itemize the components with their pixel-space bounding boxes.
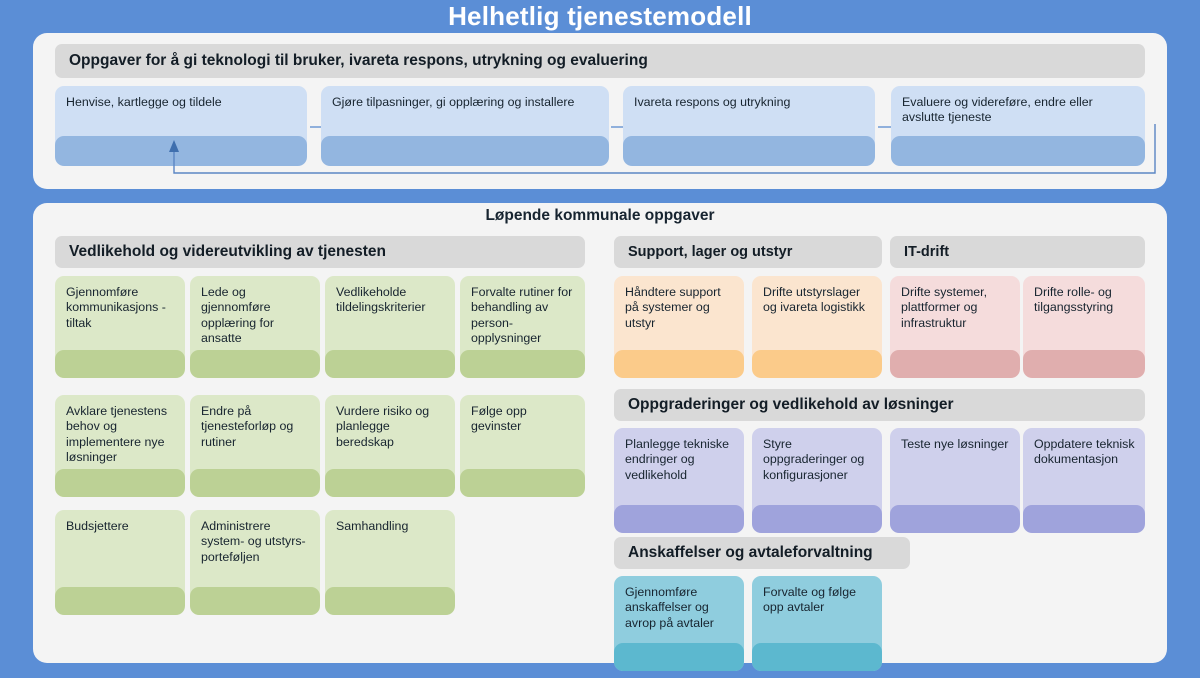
task-card[interactable]: Teste nye løsninger: [890, 428, 1020, 533]
task-card-label: Budsjettere: [66, 519, 129, 533]
task-card[interactable]: Planlegge tekniske endringer og vedlikeh…: [614, 428, 744, 533]
card-accent-strip: [325, 587, 455, 615]
card-accent-strip: [55, 136, 307, 166]
card-accent-strip: [623, 136, 875, 166]
task-card-label: Drifte utstyrslager og ivareta logistikk: [763, 285, 865, 315]
task-card-label: Følge opp gevinster: [471, 404, 527, 434]
task-card-label: Forvalte og følge opp avtaler: [763, 585, 856, 615]
task-card-label: Drifte systemer, plattformer og infrastr…: [901, 285, 988, 330]
task-card-label: Vurdere risiko og planlegge beredskap: [336, 404, 430, 449]
task-card-label: Samhandling: [336, 519, 409, 533]
process-step-card[interactable]: Henvise, kartlegge og tildele: [55, 86, 307, 166]
task-card-label: Planlegge tekniske endringer og vedlikeh…: [625, 437, 730, 482]
task-card[interactable]: Endre på tjenesteforløp og rutiner: [190, 395, 320, 497]
section-header-anskaffelser: Anskaffelser og avtaleforvaltning: [614, 537, 910, 569]
card-accent-strip: [325, 350, 455, 378]
task-card[interactable]: Drifte systemer, plattformer og infrastr…: [890, 276, 1020, 378]
card-accent-strip: [614, 505, 744, 533]
card-accent-strip: [890, 505, 1020, 533]
process-step-label: Evaluere og videreføre, endre eller avsl…: [902, 95, 1093, 125]
task-card-label: Endre på tjenesteforløp og rutiner: [201, 404, 294, 449]
task-card[interactable]: Håndtere support på systemer og utstyr: [614, 276, 744, 378]
bottom-panel-header: Løpende kommunale oppgaver: [485, 207, 715, 224]
page-title: Helhetlig tjenestemodell: [448, 1, 752, 31]
card-accent-strip: [891, 136, 1145, 166]
process-step-card[interactable]: Gjøre tilpasninger, gi opplæring og inst…: [321, 86, 609, 166]
card-accent-strip: [1023, 350, 1145, 378]
process-step-card[interactable]: Ivareta respons og utrykning: [623, 86, 875, 166]
section-header-itdrift: IT-drift: [890, 236, 1145, 268]
task-card-label: Administrere system- og utstyrs- portefø…: [201, 519, 306, 564]
card-accent-strip: [55, 587, 185, 615]
card-accent-strip: [321, 136, 609, 166]
card-accent-strip: [55, 469, 185, 497]
card-accent-strip: [752, 350, 882, 378]
card-accent-strip: [55, 350, 185, 378]
task-card-label: Teste nye løsninger: [901, 437, 1009, 451]
bottom-panel: Løpende kommunale oppgaver Vedlikehold o…: [33, 203, 1167, 671]
task-card[interactable]: Vedlikeholde tildelingskriterier: [325, 276, 455, 378]
task-card-label: Oppdatere teknisk dokumentasjon: [1034, 437, 1135, 467]
card-accent-strip: [190, 587, 320, 615]
task-card[interactable]: Samhandling: [325, 510, 455, 615]
card-accent-strip: [1023, 505, 1145, 533]
card-accent-strip: [190, 469, 320, 497]
task-card[interactable]: Forvalte og følge opp avtaler: [752, 576, 882, 671]
task-card-label: Lede og gjennomføre opplæring for ansatt…: [201, 285, 275, 346]
process-step-label: Henvise, kartlegge og tildele: [66, 95, 222, 109]
task-card[interactable]: Administrere system- og utstyrs- portefø…: [190, 510, 320, 615]
card-accent-strip: [752, 643, 882, 671]
card-accent-strip: [890, 350, 1020, 378]
task-card[interactable]: Vurdere risiko og planlegge beredskap: [325, 395, 455, 497]
task-card[interactable]: Lede og gjennomføre opplæring for ansatt…: [190, 276, 320, 378]
section-header-oppgraderinger: Oppgraderinger og vedlikehold av løsning…: [614, 389, 1145, 421]
task-card[interactable]: Gjennomføre kommunikasjons -tiltak: [55, 276, 185, 378]
task-card-label: Gjennomføre kommunikasjons -tiltak: [66, 285, 166, 330]
top-panel-header: Oppgaver for å gi teknologi til bruker, …: [55, 44, 1145, 78]
task-card[interactable]: Oppdatere teknisk dokumentasjon: [1023, 428, 1145, 533]
task-card[interactable]: Drifte rolle- og tilgangsstyring: [1023, 276, 1145, 378]
process-step-label: Ivareta respons og utrykning: [634, 95, 791, 109]
task-card[interactable]: Følge opp gevinster: [460, 395, 585, 497]
card-accent-strip: [614, 350, 744, 378]
task-card[interactable]: Budsjettere: [55, 510, 185, 615]
card-accent-strip: [190, 350, 320, 378]
task-card-label: Avklare tjenestens behov og implementere…: [66, 404, 168, 465]
card-accent-strip: [460, 469, 585, 497]
task-card[interactable]: Gjennomføre anskaffelser og avrop på avt…: [614, 576, 744, 671]
process-step-label: Gjøre tilpasninger, gi opplæring og inst…: [332, 95, 575, 109]
task-card-label: Drifte rolle- og tilgangsstyring: [1034, 285, 1114, 315]
task-card-label: Vedlikeholde tildelingskriterier: [336, 285, 426, 315]
task-card[interactable]: Avklare tjenestens behov og implementere…: [55, 395, 185, 497]
task-card-label: Håndtere support på systemer og utstyr: [625, 285, 721, 330]
card-accent-strip: [325, 469, 455, 497]
task-card-label: Forvalte rutiner for behandling av perso…: [471, 285, 573, 346]
process-step-card[interactable]: Evaluere og videreføre, endre eller avsl…: [891, 86, 1145, 166]
card-accent-strip: [460, 350, 585, 378]
task-card[interactable]: Styre oppgraderinger og konfigurasjoner: [752, 428, 882, 533]
task-card[interactable]: Drifte utstyrslager og ivareta logistikk: [752, 276, 882, 378]
task-card-label: Gjennomføre anskaffelser og avrop på avt…: [625, 585, 714, 630]
task-card-label: Styre oppgraderinger og konfigurasjoner: [763, 437, 865, 482]
card-accent-strip: [752, 505, 882, 533]
section-header-support: Support, lager og utstyr: [614, 236, 882, 268]
top-panel: Oppgaver for å gi teknologi til bruker, …: [33, 33, 1167, 189]
task-card[interactable]: Forvalte rutiner for behandling av perso…: [460, 276, 585, 378]
card-accent-strip: [614, 643, 744, 671]
section-header-vedlikehold: Vedlikehold og videreutvikling av tjenes…: [55, 236, 585, 268]
